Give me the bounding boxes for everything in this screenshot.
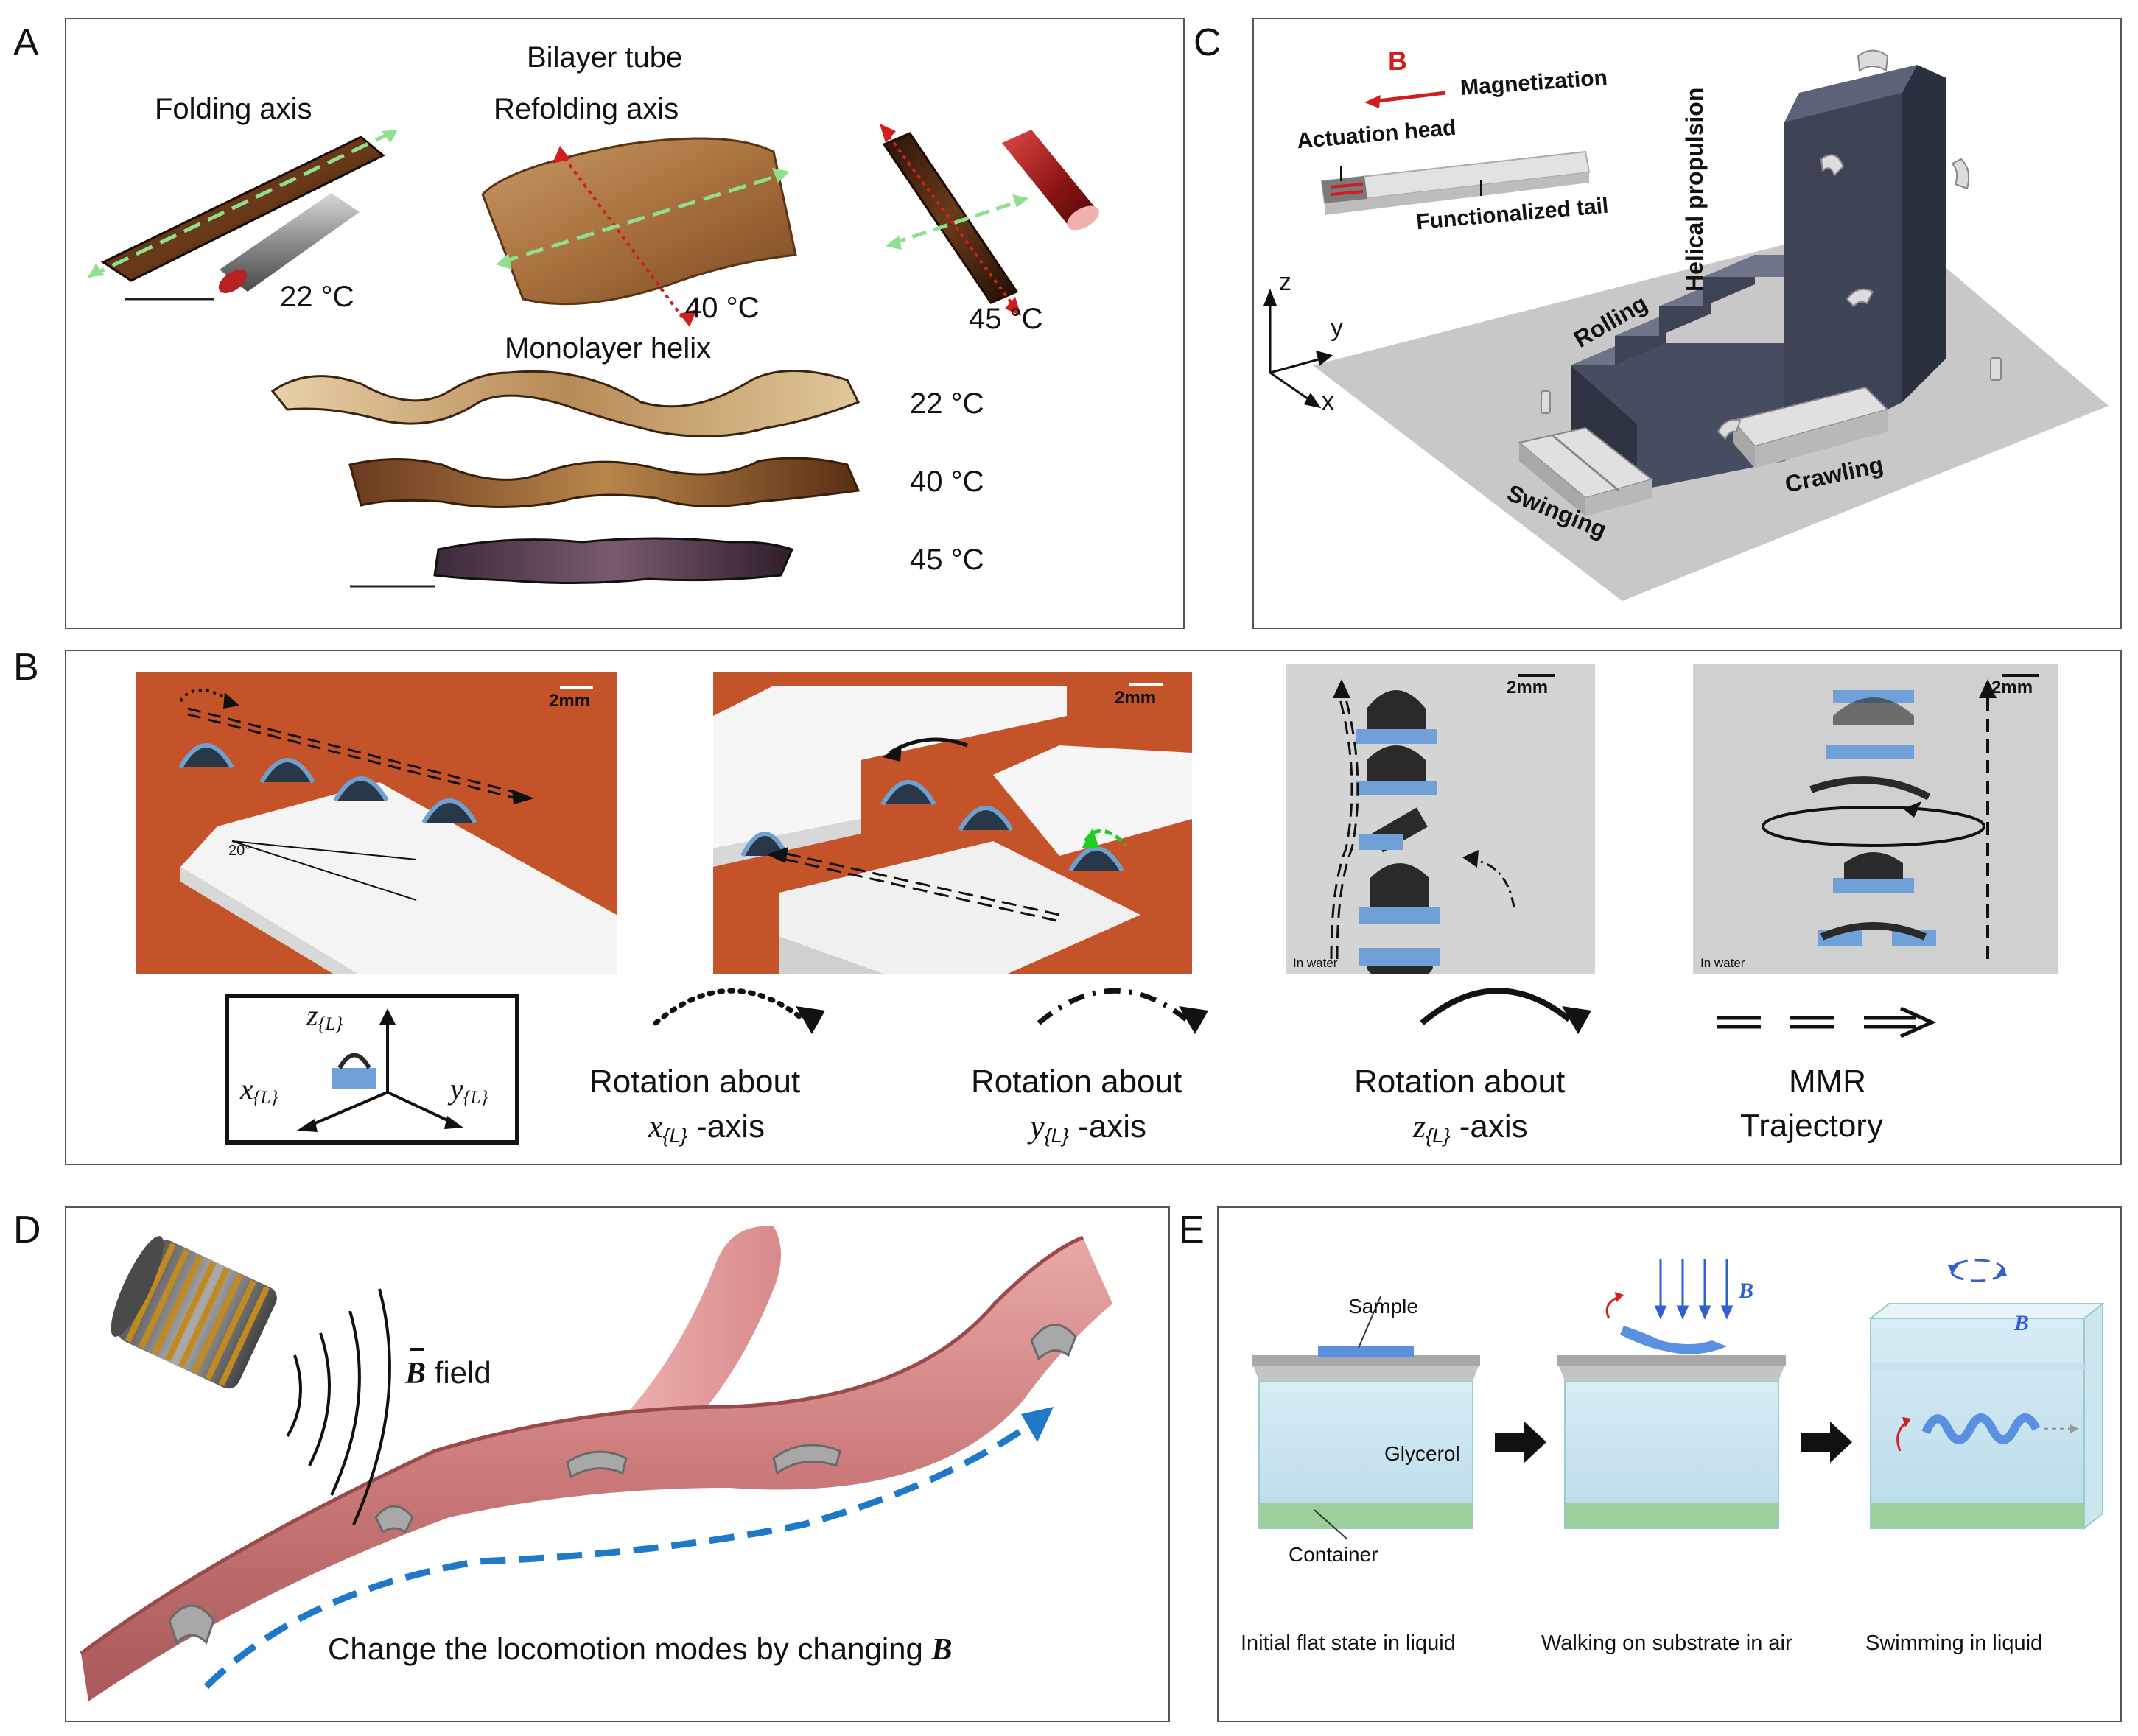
axis-z-label: z — [1279, 268, 1291, 296]
helix-strip-40 — [348, 457, 861, 508]
container-3 — [1868, 1259, 2105, 1531]
step-arrow-2 — [1801, 1422, 1852, 1463]
swinging-channel — [1517, 426, 1654, 516]
panel-a: Bilayer tube Folding axis Refolding axis… — [65, 18, 1185, 629]
panel-a-drawing — [87, 124, 1099, 588]
container-label: Container — [1289, 1543, 1378, 1566]
sheet-temp-40: 40 °C — [685, 292, 760, 324]
b-symbol-walk: B — [1739, 1279, 1754, 1303]
panel-b: 2mm 20° 2mm — [65, 650, 2122, 1165]
helix-temp-40: 40 °C — [910, 465, 984, 498]
inset-axis-x: x{L} — [240, 1072, 278, 1108]
panel-e: Sample Glycerol Container B B Initial fl… — [1217, 1206, 2122, 1722]
inset-axis-z: z{L} — [306, 999, 343, 1035]
legend-rot-x-line1: Rotation about — [589, 1064, 801, 1100]
bilayer-tube-title: Bilayer tube — [527, 41, 683, 74]
in-water-label-1: In water — [1293, 956, 1338, 970]
scale-label-2: 2mm — [1115, 688, 1157, 708]
photo-water-column-1: 2mm In water — [1286, 664, 1595, 974]
locomotion-caption: Change the locomotion modes by changing … — [328, 1631, 953, 1667]
panel-label-d: D — [13, 1209, 41, 1251]
legend-mmr-line2: Trajectory — [1740, 1108, 1883, 1144]
local-frame-inset: z{L} x{L} y{L} — [225, 994, 519, 1145]
caption-swimming: Swimming in liquid — [1865, 1631, 2043, 1655]
photo-maze: 2mm — [713, 672, 1192, 974]
panel-label-b: B — [13, 646, 39, 689]
tube-temp-22: 22 °C — [280, 281, 354, 313]
in-water-label-2: In water — [1700, 956, 1745, 970]
b-symbol-swim: B — [2014, 1311, 2030, 1335]
panel-label-a: A — [13, 21, 39, 64]
red-tube-model — [1002, 130, 1099, 231]
photo-water-column-2: 2mm In water — [1693, 664, 2058, 974]
helix-strip-45 — [433, 537, 794, 585]
scale-label-3: 2mm — [1507, 678, 1549, 697]
helix-temp-45: 45 °C — [910, 544, 984, 576]
legend-mmr-line1: MMR — [1789, 1064, 1867, 1100]
angle-label: 20° — [228, 843, 251, 859]
step-arrow-1 — [1495, 1422, 1546, 1463]
glycerol-label: Glycerol — [1384, 1442, 1460, 1465]
monolayer-helix-title: Monolayer helix — [505, 332, 712, 365]
helical-propulsion-label: Helical propulsion — [1681, 87, 1708, 292]
robot-strip-schematic — [1320, 91, 1591, 215]
robot-icons — [1541, 49, 2002, 440]
caption-initial: Initial flat state in liquid — [1241, 1631, 1456, 1655]
legend-rot-y-line2: y{L} -axis — [1030, 1108, 1147, 1147]
panel-c: B Magnetization Actuation head Functiona… — [1252, 18, 2122, 629]
field-lines — [286, 1288, 391, 1525]
branch-vessel — [597, 1226, 781, 1458]
vector-arrow-d — [410, 1348, 424, 1351]
scale-label-1: 2mm — [549, 691, 591, 711]
b-field-label-d: B field — [405, 1355, 491, 1391]
refolding-axis-label: Refolding axis — [494, 93, 679, 125]
caption-walking: Walking on substrate in air — [1541, 1631, 1792, 1655]
legend-rot-x-line2: x{L} -axis — [648, 1108, 765, 1147]
photo-inclined-plane: 2mm 20° — [136, 672, 617, 974]
panel-label-c: C — [1194, 21, 1222, 64]
coordinate-axes — [1263, 288, 1333, 409]
container-2 — [1557, 1259, 1786, 1529]
container-1 — [1252, 1296, 1480, 1540]
panel-e-drawing — [1252, 1259, 2105, 1540]
folded-tube-image — [87, 127, 399, 282]
b-field-label: B — [1388, 46, 1407, 76]
robot-icons-d — [168, 1324, 1077, 1645]
scale-label-4: 2mm — [1991, 678, 2033, 697]
legend-rot-y-line1: Rotation about — [971, 1064, 1182, 1100]
legend-rot-z-line2: z{L} -axis — [1413, 1108, 1528, 1147]
grey-tube-model — [218, 193, 360, 293]
panel-label-e: E — [1179, 1209, 1205, 1251]
panel-d: B field Change the locomotion modes by c… — [65, 1206, 1170, 1722]
rolled-tube-image — [880, 124, 1028, 316]
crawling-channel — [1731, 386, 1889, 468]
panel-d-drawing — [80, 1226, 1112, 1701]
helix-temp-22: 22 °C — [910, 387, 984, 420]
sample-label: Sample — [1348, 1295, 1418, 1318]
axis-x-label: x — [1322, 387, 1334, 415]
electromagnet-coil — [111, 1236, 277, 1389]
folding-axis-label: Folding axis — [155, 93, 312, 125]
axis-y-label: y — [1331, 314, 1343, 342]
inset-axis-y: y{L} — [450, 1072, 488, 1108]
refolded-sheet-image — [481, 137, 797, 327]
panel-c-drawing — [1263, 49, 2109, 601]
tube-temp-45: 45 °C — [969, 303, 1043, 335]
helix-strip-22 — [270, 370, 861, 437]
legend-rot-z-line1: Rotation about — [1354, 1064, 1566, 1100]
